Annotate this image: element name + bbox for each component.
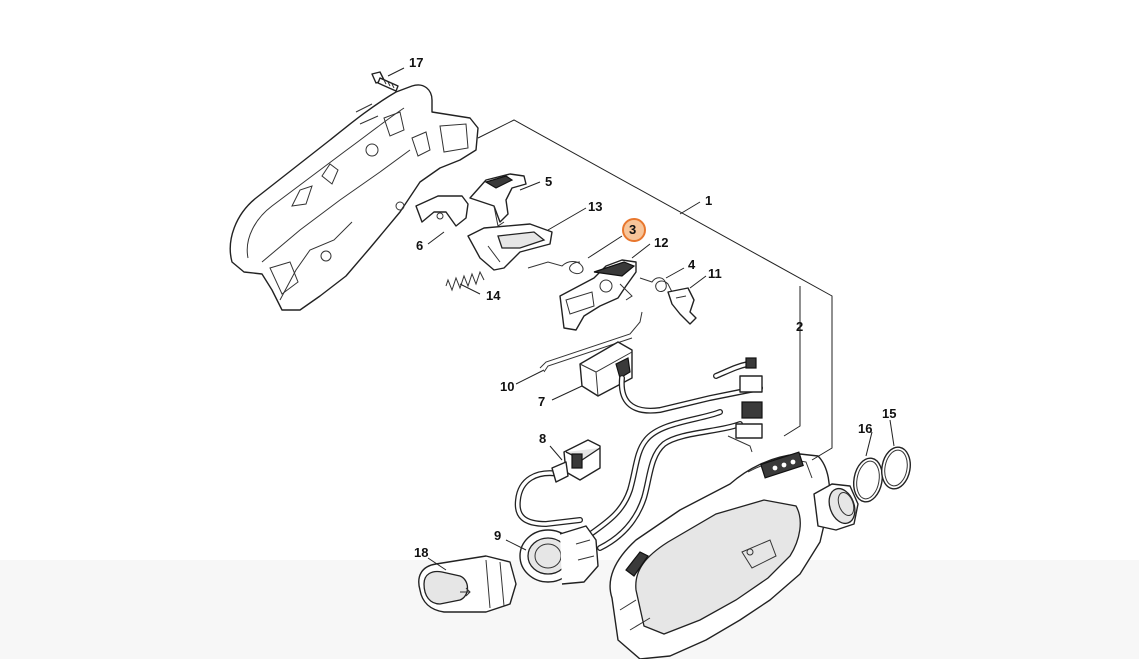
callout-3[interactable]: 3 [629,222,636,237]
callout-4[interactable]: 4 [688,257,696,272]
part-14-compression-spring[interactable] [445,270,485,292]
callout-5[interactable]: 5 [545,174,552,189]
part-10-rod[interactable] [539,311,643,373]
callout-17[interactable]: 17 [409,55,423,70]
callout-15[interactable]: 15 [882,406,896,421]
part-17-screw[interactable] [371,71,399,92]
part-6-clip[interactable] [415,195,469,227]
cable-harness [514,357,763,551]
callout-1[interactable]: 1 [705,193,712,208]
part-8-switch[interactable] [551,439,601,483]
part-4-small-spring[interactable] [639,277,675,297]
leader-lines [387,67,895,571]
part-9-socket[interactable] [519,525,599,585]
part-1-housing-half[interactable] [229,84,479,311]
callout-16[interactable]: 16 [858,421,872,436]
assembly-bracket-lines [477,119,833,461]
part-13-lockoff-button[interactable] [467,223,553,271]
connector-plug-a [739,375,763,393]
callout-labels: 17 5 13 1 3 12 6 4 11 14 2 10 7 8 15 16 … [409,55,896,560]
callout-9[interactable]: 9 [494,528,501,543]
callout-14[interactable]: 14 [486,288,501,303]
callout-6[interactable]: 6 [416,238,423,253]
callout-11[interactable]: 11 [708,266,722,281]
part-11-latch[interactable] [667,287,697,325]
callout-10[interactable]: 10 [500,379,514,394]
part-15-ring[interactable] [879,445,914,491]
part-12-trigger[interactable] [559,259,637,331]
callout-2[interactable]: 2 [796,319,803,334]
callout-18[interactable]: 18 [414,545,428,560]
part-18-cap[interactable] [418,555,517,613]
highlight-circle-3 [622,218,646,242]
part-5-switch-lever[interactable] [469,173,527,227]
callout-8[interactable]: 8 [539,431,546,446]
part-2-main-housing[interactable] [609,451,859,659]
part-16-ring[interactable] [850,456,885,504]
callout-7[interactable]: 7 [538,394,545,409]
callout-12[interactable]: 12 [654,235,668,250]
part-3-torsion-spring[interactable] [527,261,584,275]
callout-13[interactable]: 13 [588,199,602,214]
